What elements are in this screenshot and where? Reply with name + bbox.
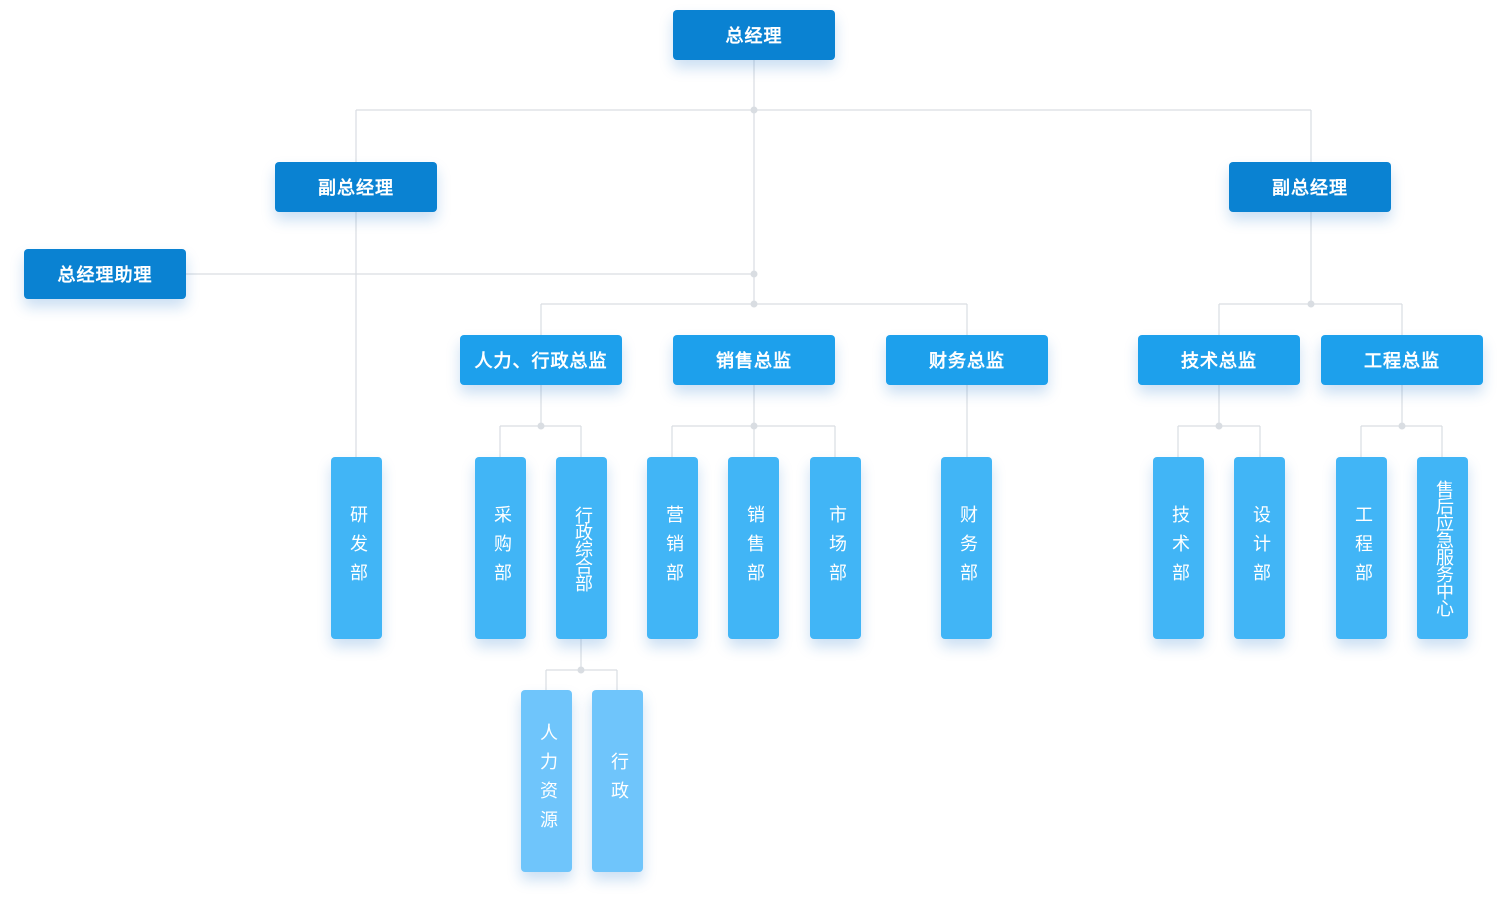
dept-engineering-label: 工程部 <box>1351 504 1373 592</box>
dept-sales-node[interactable]: 销售部 <box>728 457 779 639</box>
director-hr-admin-label: 人力、行政总监 <box>474 351 608 372</box>
subdept-admin-node[interactable]: 行政 <box>592 690 643 872</box>
subdept-hr-label: 人力资源 <box>536 723 558 839</box>
director-sales-label: 销售总监 <box>716 351 792 372</box>
dept-sales-label: 销售部 <box>743 504 765 592</box>
assistant-label: 总经理助理 <box>57 265 153 286</box>
ceo-label: 总经理 <box>725 26 783 47</box>
dept-engineering-node[interactable]: 工程部 <box>1336 457 1387 639</box>
dept-after-sales-node[interactable]: 售后应急服务中心 <box>1417 457 1468 639</box>
vp-left-node[interactable]: 副总经理 <box>275 162 437 212</box>
dept-marketing-label: 营销部 <box>662 504 684 592</box>
dept-purchasing-node[interactable]: 采购部 <box>475 457 526 639</box>
dept-admin-general-node[interactable]: 行政综合部 <box>556 457 607 639</box>
vp-right-label: 副总经理 <box>1272 178 1348 199</box>
director-finance-label: 财务总监 <box>929 351 1005 372</box>
director-tech-node[interactable]: 技术总监 <box>1138 335 1300 385</box>
subdept-admin-label: 行政 <box>607 752 629 810</box>
dept-rnd-label: 研发部 <box>346 504 368 592</box>
dept-tech-label: 技术部 <box>1168 504 1190 592</box>
dept-finance-node[interactable]: 财务部 <box>941 457 992 639</box>
director-hr-admin-node[interactable]: 人力、行政总监 <box>460 335 622 385</box>
subdept-hr-node[interactable]: 人力资源 <box>521 690 572 872</box>
dept-after-sales-label: 售后应急服务中心 <box>1432 480 1454 616</box>
ceo-node[interactable]: 总经理 <box>673 10 835 60</box>
dept-design-label: 设计部 <box>1249 504 1271 592</box>
director-finance-node[interactable]: 财务总监 <box>886 335 1048 385</box>
director-tech-label: 技术总监 <box>1181 351 1257 372</box>
director-sales-node[interactable]: 销售总监 <box>673 335 835 385</box>
dept-design-node[interactable]: 设计部 <box>1234 457 1285 639</box>
dept-admin-general-label: 行政综合部 <box>571 505 593 591</box>
dept-rnd-node[interactable]: 研发部 <box>331 457 382 639</box>
director-engineering-node[interactable]: 工程总监 <box>1321 335 1483 385</box>
dept-marketing-node[interactable]: 营销部 <box>647 457 698 639</box>
dept-finance-label: 财务部 <box>956 504 978 592</box>
dept-market-node[interactable]: 市场部 <box>810 457 861 639</box>
assistant-node[interactable]: 总经理助理 <box>24 249 186 299</box>
vp-right-node[interactable]: 副总经理 <box>1229 162 1391 212</box>
dept-tech-node[interactable]: 技术部 <box>1153 457 1204 639</box>
dept-purchasing-label: 采购部 <box>490 504 512 592</box>
dept-market-label: 市场部 <box>825 504 847 592</box>
director-engineering-label: 工程总监 <box>1364 351 1440 372</box>
vp-left-label: 副总经理 <box>318 178 394 199</box>
